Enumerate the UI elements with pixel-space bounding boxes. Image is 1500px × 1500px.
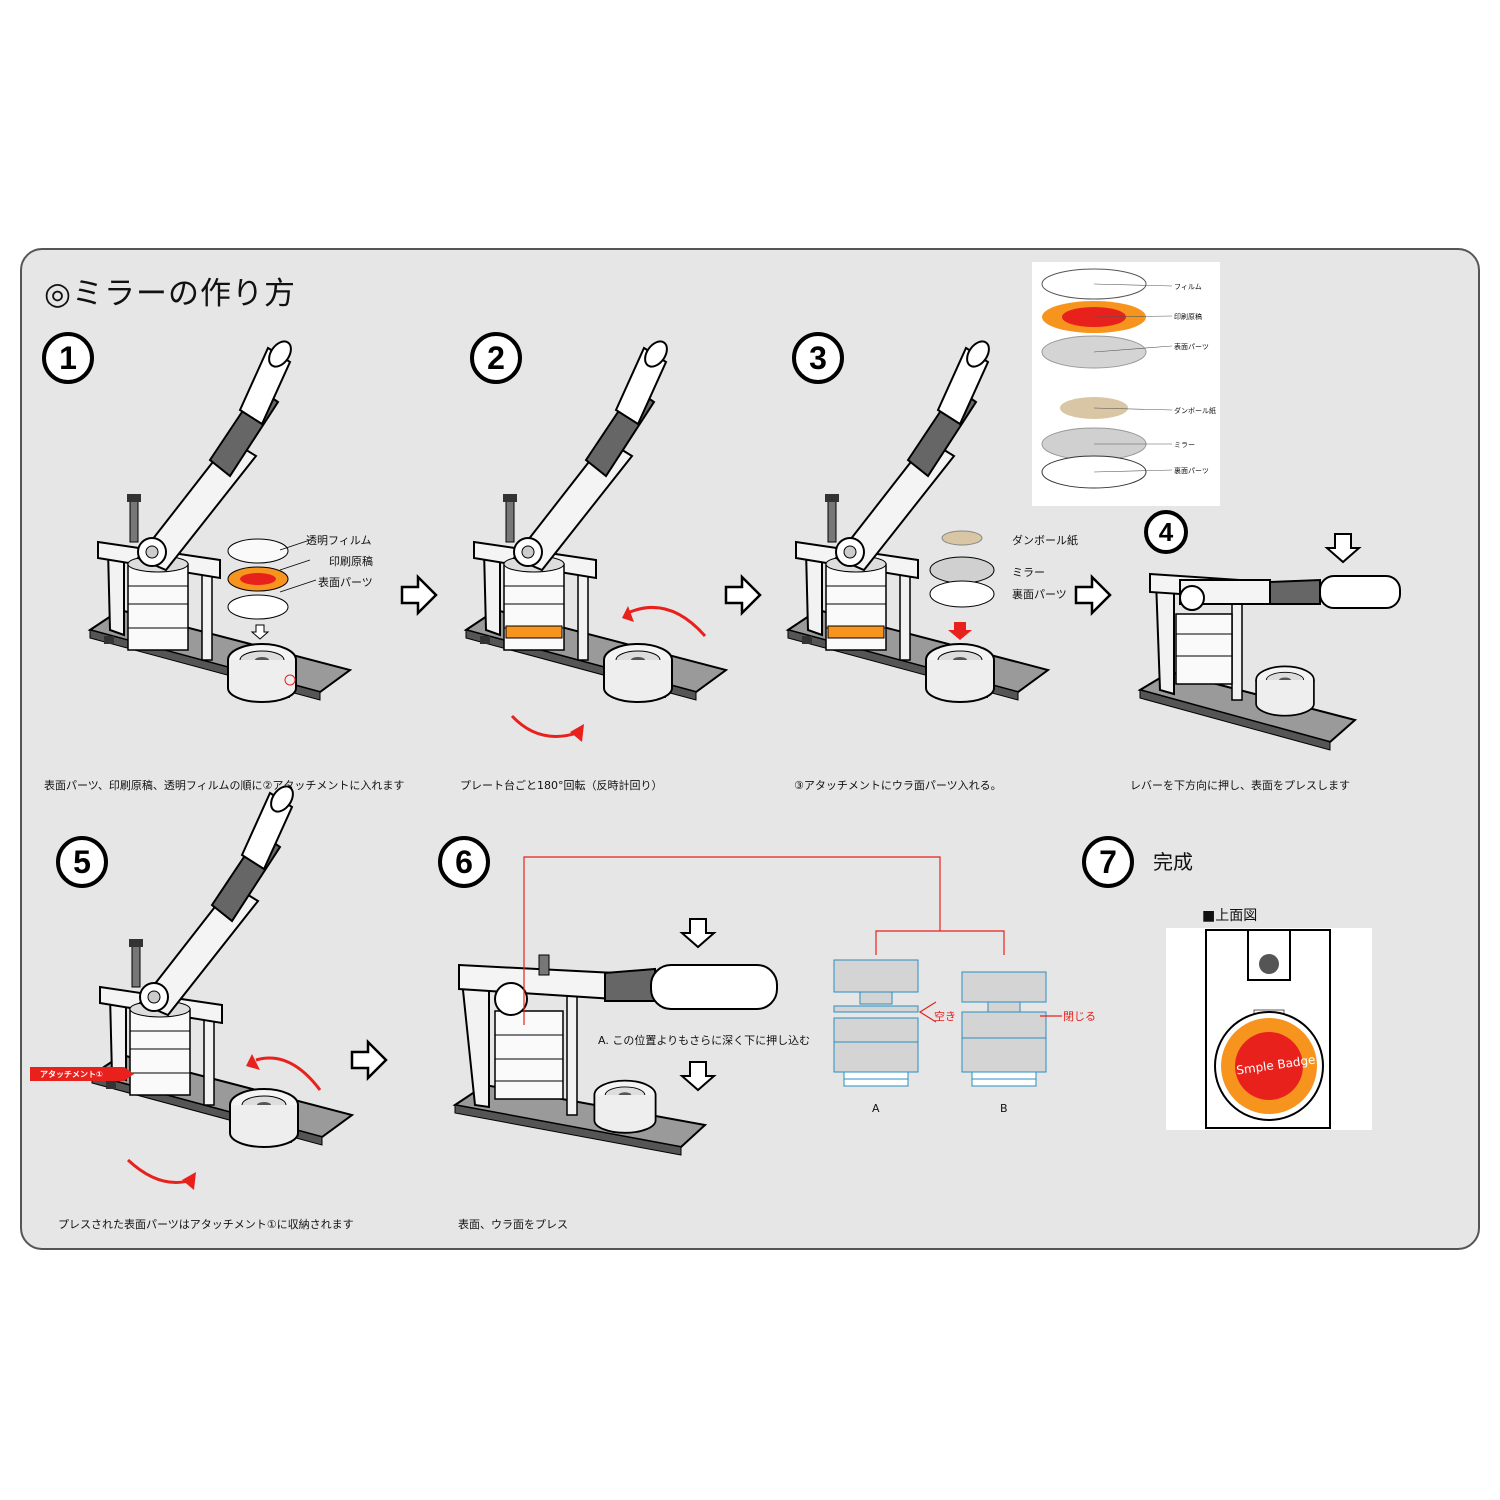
step-number-6: 6 bbox=[438, 836, 490, 888]
step-number-4: 4 bbox=[1144, 510, 1188, 554]
step5-caption: プレスされた表面パーツはアタッチメント①に収納されます bbox=[58, 1218, 354, 1231]
step2-caption: プレート台ごと180°回転（反時計回り） bbox=[460, 779, 663, 792]
chart-front-label: 表面パーツ bbox=[1174, 343, 1209, 351]
step6-caption: 表面、ウラ面をプレス bbox=[458, 1218, 568, 1231]
step6-down-arrow-bottom bbox=[681, 1061, 715, 1091]
page-title: ◎ミラーの作り方 bbox=[44, 276, 297, 312]
attachment-label: アタッチメント① bbox=[40, 1070, 103, 1079]
step3-press-illustration bbox=[787, 336, 1049, 703]
next-arrow-3 bbox=[1074, 575, 1112, 615]
closed-pointer bbox=[1040, 1015, 1062, 1017]
gap-pointer bbox=[918, 1001, 937, 1023]
step4-caption: レバーを下方向に押し、表面をプレスします bbox=[1130, 779, 1350, 792]
chart-mirror-label: ミラー bbox=[1174, 441, 1195, 449]
chart-back-label: 裏面パーツ bbox=[1174, 467, 1209, 475]
step5-rotate-arrows bbox=[126, 1054, 322, 1190]
step1-caption: 表面パーツ、印刷原稿、透明フィルムの順に②アタッチメントに入れます bbox=[44, 779, 405, 792]
step1-film-label: 透明フィルム bbox=[306, 534, 372, 547]
step-number-2: 2 bbox=[470, 332, 522, 384]
step1-print-label: 印刷原稿 bbox=[329, 555, 373, 568]
step3-caption: ③アタッチメントにウラ面パーツ入れる。 bbox=[794, 779, 1002, 792]
step1-press-illustration bbox=[89, 336, 351, 703]
section-a-diagram bbox=[833, 959, 919, 1087]
step2-rotate-arrows bbox=[510, 605, 707, 742]
step-number-1: 1 bbox=[42, 332, 94, 384]
next-arrow-1 bbox=[400, 575, 438, 615]
step-number-5: 5 bbox=[56, 836, 108, 888]
step6-press-illustration bbox=[452, 954, 778, 1156]
step4-press-illustration bbox=[1137, 572, 1401, 751]
chart-print-label: 印刷原稿 bbox=[1174, 313, 1202, 321]
step-number-3: 3 bbox=[792, 332, 844, 384]
step1-front-label: 表面パーツ bbox=[318, 576, 373, 589]
step6-callout-lines bbox=[523, 856, 1005, 1025]
step4-down-arrow bbox=[1326, 533, 1360, 563]
next-arrow-5 bbox=[350, 1040, 388, 1080]
section-a-label: A bbox=[872, 1102, 880, 1115]
step-number-7: 7 bbox=[1082, 836, 1134, 888]
attachment-pointer bbox=[30, 1067, 134, 1081]
step6-note: A. この位置よりもさらに深く下に押し込む bbox=[598, 1034, 811, 1047]
next-arrow-2 bbox=[724, 575, 762, 615]
layer-chart bbox=[1032, 262, 1220, 506]
finished-badge-topview bbox=[1166, 928, 1372, 1130]
step1-leader-lines bbox=[279, 539, 317, 593]
step3-layers bbox=[929, 530, 995, 608]
step3-cardboard-label: ダンボール紙 bbox=[1012, 534, 1078, 547]
chart-cardboard-label: ダンボール紙 bbox=[1174, 407, 1216, 415]
chart-film-label: フィルム bbox=[1174, 283, 1202, 291]
step3-back-label: 裏面パーツ bbox=[1012, 588, 1067, 601]
step1-layers bbox=[227, 538, 289, 620]
step2-press-illustration bbox=[465, 336, 727, 703]
complete-label: 完成 bbox=[1153, 850, 1193, 874]
section-b-diagram bbox=[961, 971, 1047, 1087]
closed-label: 閉じる bbox=[1063, 1010, 1096, 1023]
gap-label: 空き bbox=[934, 1010, 956, 1023]
step3-mirror-label: ミラー bbox=[1012, 566, 1045, 579]
section-b-label: B bbox=[1000, 1102, 1008, 1115]
top-view-label: ■上面図 bbox=[1202, 908, 1258, 924]
